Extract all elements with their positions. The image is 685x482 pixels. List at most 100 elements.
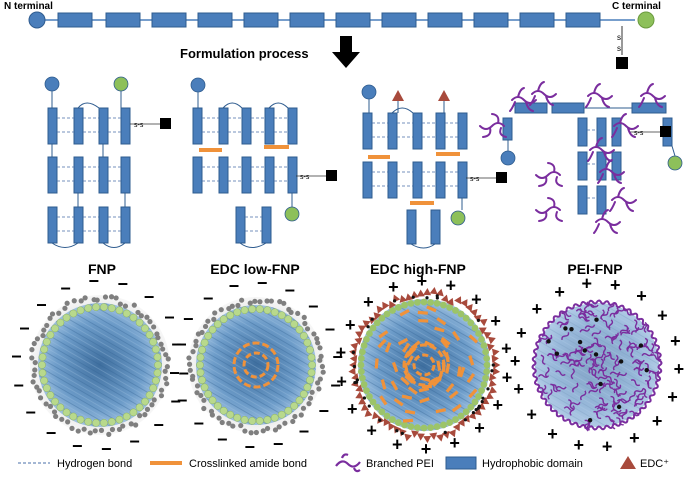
surface-chain	[47, 403, 54, 409]
pei-strand	[648, 370, 660, 374]
surface-chain	[151, 397, 157, 403]
pei-strand	[594, 354, 604, 361]
edc-triangle	[416, 289, 425, 297]
edc-triangle	[465, 303, 473, 312]
linker	[77, 102, 100, 109]
crosslink-dash	[419, 376, 431, 382]
branched-pei	[611, 113, 639, 138]
surface-bead	[263, 415, 272, 424]
pei-strand	[533, 375, 538, 386]
surface-bead	[427, 298, 434, 306]
pei-strand	[604, 335, 616, 340]
surface-bead	[100, 303, 108, 311]
surface-chain	[264, 425, 271, 432]
pei-strand	[569, 348, 577, 357]
surface-chain	[186, 355, 192, 361]
hydrophobic-domain	[235, 206, 246, 244]
surface-bead	[198, 376, 206, 384]
nanoparticle-edc-low	[186, 297, 326, 436]
surface-bead	[122, 412, 131, 421]
pei-strand	[619, 304, 628, 312]
pei-strand	[616, 417, 624, 426]
surface-chain	[41, 327, 47, 333]
crosslink-dash	[468, 334, 479, 344]
disulfide-s: s-s	[300, 174, 310, 181]
surface-bead	[483, 361, 491, 369]
pei-strand	[556, 321, 568, 325]
surface-chain	[315, 340, 321, 346]
payload-dot	[587, 417, 593, 423]
surface-chain	[151, 324, 157, 330]
hydrophobic-domain	[362, 112, 373, 150]
charge-sign: −	[177, 391, 188, 411]
surface-chain	[288, 309, 294, 315]
pei-strand	[612, 301, 621, 309]
surface-chain	[230, 423, 236, 429]
surface-bead	[69, 309, 78, 318]
disulfide-s: s-s	[134, 122, 144, 129]
surface-bead	[56, 318, 65, 327]
hydrophobic-domain	[611, 117, 622, 147]
surface-bead	[307, 368, 316, 377]
surface-bead	[129, 408, 138, 417]
crosslink-dash	[399, 308, 410, 317]
surface-chain	[242, 428, 248, 434]
payload-dot	[593, 352, 599, 357]
edc-triangle	[491, 354, 499, 363]
surface-chain	[106, 431, 112, 437]
surface-dot	[463, 418, 467, 422]
linker	[671, 145, 676, 157]
surface-chain	[71, 298, 77, 304]
pei-strand	[633, 388, 644, 394]
pei-strand	[538, 330, 546, 339]
charge-sign: −	[193, 414, 204, 434]
formulation-process-label: Formulation process	[180, 46, 309, 61]
pei-strand	[643, 321, 648, 333]
surface-bead	[471, 324, 479, 332]
surface-chain	[32, 367, 38, 373]
surface-dot	[353, 380, 357, 385]
surface-bead	[92, 303, 100, 311]
surface-chain	[163, 352, 169, 358]
pei-strand	[657, 360, 663, 370]
hydrophobic-domain	[218, 156, 229, 194]
edc-triangle	[440, 294, 449, 303]
surface-bead	[394, 304, 402, 311]
payload-square	[660, 126, 671, 137]
c-terminal-ball	[113, 76, 129, 92]
crosslink-dash	[374, 358, 379, 369]
surface-bead	[240, 415, 249, 424]
surface-dot	[480, 400, 484, 404]
surface-chain	[316, 386, 322, 392]
crosslink-dash	[436, 360, 442, 371]
charge-sign: +	[526, 405, 537, 425]
surface-chain	[117, 301, 123, 307]
surface-bead	[303, 338, 312, 347]
payload-square	[326, 170, 337, 181]
charge-sign: +	[674, 359, 685, 379]
payload-dot	[638, 343, 644, 348]
surface-chain	[47, 315, 53, 321]
surface-chain	[59, 416, 65, 422]
surface-chain	[315, 380, 321, 386]
sequence-domain	[57, 12, 93, 28]
surface-chain	[108, 294, 115, 300]
panel-title-edc-high: EDC high-FNP	[370, 261, 466, 277]
crosslink-dash	[377, 338, 387, 349]
surface-bead	[240, 306, 249, 315]
surface-chain	[122, 303, 129, 309]
charge-sign: −	[171, 335, 182, 355]
pei-strand	[594, 405, 606, 411]
surface-dot	[393, 299, 397, 303]
surface-chain	[317, 357, 323, 363]
surface-bead	[270, 308, 279, 317]
surface-bead	[366, 393, 373, 400]
edc-triangle	[429, 432, 438, 441]
surface-bead	[414, 424, 421, 432]
surface-chain	[304, 326, 311, 332]
edc-triangle	[404, 433, 413, 442]
pei-strand	[587, 303, 599, 308]
pei-strand	[569, 405, 575, 416]
edc-triangle	[399, 295, 408, 303]
surface-bead	[357, 361, 365, 369]
